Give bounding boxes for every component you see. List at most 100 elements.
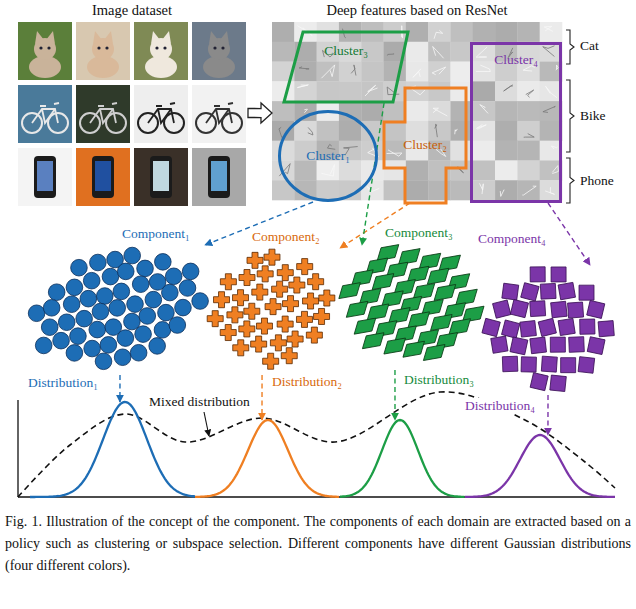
sample-square	[587, 300, 605, 318]
feature-cell	[272, 22, 295, 42]
feature-cell	[450, 180, 473, 200]
figure-caption: Fig. 1. Illustration of the concept of t…	[5, 511, 631, 577]
cat-ear	[151, 31, 160, 44]
sample-circle	[145, 291, 162, 308]
sample-circle	[182, 263, 199, 280]
feature-texture	[308, 127, 313, 135]
distribution-chart	[18, 392, 615, 497]
sample-square	[551, 267, 566, 282]
sample-parallelogram	[357, 288, 383, 304]
feature-texture	[504, 85, 513, 91]
feature-cell	[384, 160, 407, 180]
feature-texture	[432, 67, 446, 75]
feature-cell	[450, 22, 473, 42]
cat-eye	[47, 46, 50, 49]
distribution-region: Distribution₄	[465, 435, 615, 497]
bike-frame	[90, 103, 117, 123]
feature-cell	[540, 62, 563, 82]
sample-cross	[233, 290, 249, 306]
sample-parallelogram	[352, 318, 378, 334]
sample-circle	[135, 326, 152, 343]
sample-parallelogram	[382, 338, 408, 354]
sample-cross	[256, 318, 272, 334]
feature-cell	[517, 141, 540, 161]
image-panel: Image dataset	[16, 0, 248, 210]
cluster-outline	[283, 31, 409, 103]
feature-texture	[433, 108, 447, 116]
cluster-label: Cluster₄	[494, 52, 538, 68]
feature-texture	[477, 125, 487, 130]
phone-screen	[95, 161, 111, 191]
cluster-parallelogram: Cluster₃	[283, 31, 409, 103]
feature-texture	[543, 106, 555, 112]
photo-background	[134, 22, 188, 80]
sample-cross	[239, 270, 255, 286]
cluster-ellipse-outline	[280, 112, 377, 201]
phone-body	[150, 156, 172, 198]
feature-cell	[406, 42, 429, 62]
sample-cross	[272, 281, 288, 297]
feature-cell	[540, 141, 563, 161]
cat-ear	[93, 31, 102, 44]
bike-photo	[134, 85, 188, 143]
sample-circle	[89, 321, 106, 338]
cluster-label: Cluster₃	[324, 43, 368, 59]
sample-parallelogram	[387, 308, 413, 324]
feature-cell	[339, 121, 362, 141]
feature-cell	[317, 62, 340, 82]
cluster-rect-outline	[472, 44, 561, 202]
feature-cell	[428, 62, 451, 82]
brace	[566, 30, 574, 64]
sample-parallelogram	[432, 284, 458, 300]
feature-cell	[495, 160, 518, 180]
cluster-label: Cluster₂	[403, 137, 447, 153]
sample-cross	[257, 266, 273, 282]
sample-square	[521, 283, 539, 301]
cluster-rectangle: Cluster₄	[470, 42, 562, 203]
phone-photo	[76, 148, 130, 206]
cat-photo	[192, 22, 246, 80]
feature-texture	[321, 165, 334, 176]
sample-square	[493, 300, 511, 318]
component-label: Component₂	[252, 229, 320, 245]
feature-map-panel: Deep features based on ResNetCluster₁Clu…	[272, 0, 562, 203]
feature-cell	[450, 81, 473, 101]
sample-cross	[244, 303, 260, 319]
sample-cross	[227, 307, 243, 323]
cat-eye	[155, 46, 158, 49]
sample-square	[561, 358, 576, 373]
feature-texture	[387, 54, 394, 56]
sample-cross	[252, 284, 268, 300]
bike-photo	[18, 85, 72, 143]
sample-parallelogram	[401, 341, 427, 357]
feature-cell	[406, 101, 429, 121]
sample-parallelogram	[405, 266, 431, 282]
sample-circle	[162, 284, 179, 301]
sample-square	[569, 337, 585, 353]
feature-cell	[540, 101, 563, 121]
sample-cross	[308, 274, 324, 290]
feature-cell	[517, 160, 540, 180]
sample-circle	[132, 276, 149, 293]
feature-cell	[294, 81, 317, 101]
sample-cross	[263, 353, 279, 369]
sample-cross	[314, 308, 330, 324]
sample-parallelogram	[425, 268, 451, 284]
sample-circle	[48, 284, 65, 301]
feature-texture	[480, 105, 488, 114]
bracket-label: Bike	[580, 108, 606, 124]
feature-texture	[297, 85, 308, 88]
dashed-arrow	[548, 203, 590, 265]
phone-photo	[134, 148, 188, 206]
sample-cross	[277, 265, 293, 281]
feature-texture	[545, 187, 554, 194]
panel-heading: Deep features based on ResNet	[326, 2, 507, 19]
feature-texture	[321, 65, 334, 78]
sample-cross	[319, 290, 335, 306]
feature-cell	[317, 81, 340, 101]
feature-texture	[413, 69, 421, 77]
feature-texture	[387, 150, 402, 156]
sample-circle	[149, 338, 166, 355]
feature-texture	[543, 46, 555, 57]
sample-parallelogram	[421, 345, 447, 361]
